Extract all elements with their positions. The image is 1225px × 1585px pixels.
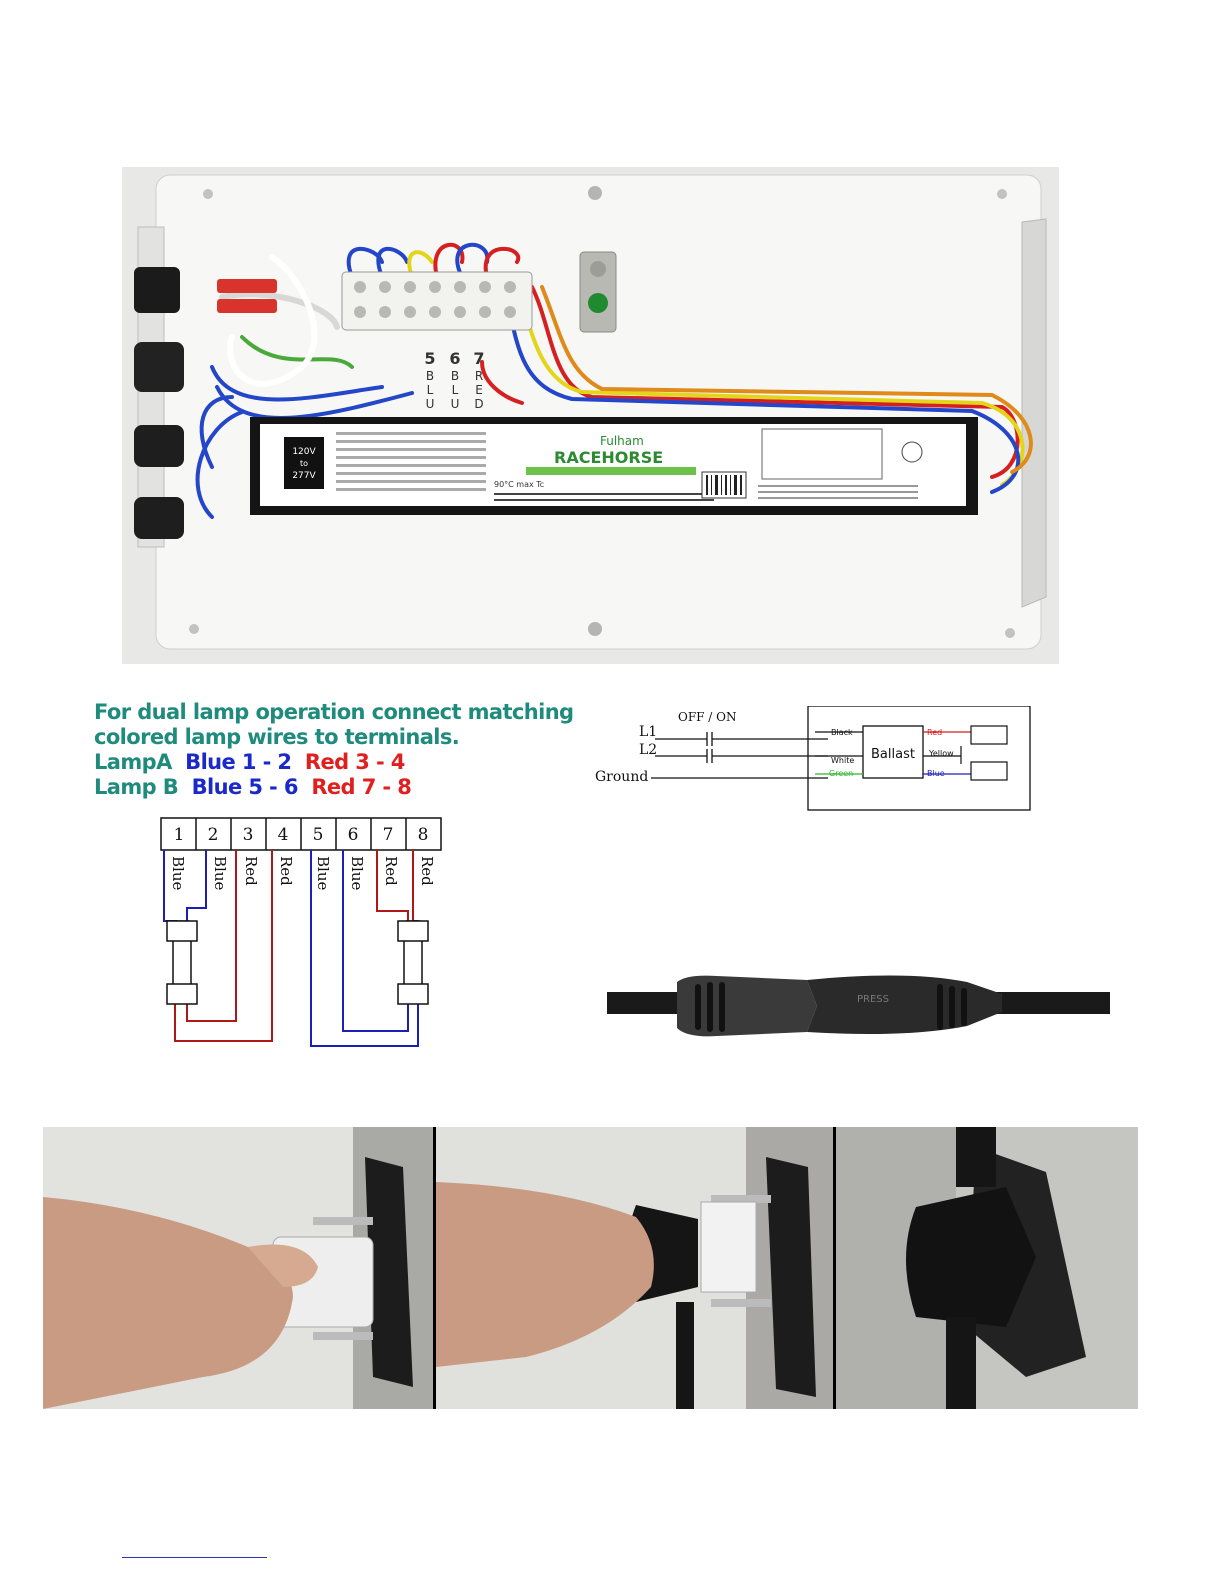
terminal-mark-7: 7 (473, 349, 484, 368)
wire-7 (376, 850, 409, 921)
wiring-instructions: For dual lamp operation connect matching… (94, 700, 574, 800)
lamp-b-red: Red 7 - 8 (311, 775, 412, 799)
terminal-number: 2 (208, 825, 219, 845)
terminal-mark-6: 6 (449, 349, 460, 368)
lamp-b-tube (397, 920, 429, 1005)
lamp-a-red: Red 3 - 4 (304, 750, 406, 774)
wire-label: Blue (211, 856, 229, 890)
switch-label: OFF / ON (678, 710, 737, 724)
backplate (155, 174, 1042, 650)
lamp-a-name: LampA (94, 750, 172, 774)
terminal-mark-5: 5 (424, 349, 435, 368)
cable-grommets (134, 267, 184, 539)
wire-6 (342, 850, 409, 1032)
wire-8 (412, 850, 418, 922)
svg-text:Yellow: Yellow (928, 749, 954, 758)
plug-installation-photos (43, 1127, 1138, 1409)
footer-link-underline (122, 1557, 267, 1558)
lamp-b-name: Lamp B (94, 775, 179, 799)
svg-text:D: D (474, 397, 483, 411)
wire-label: Blue (169, 856, 187, 890)
svg-text:L: L (427, 383, 434, 397)
l1-label: L1 (639, 724, 657, 740)
svg-text:B: B (451, 369, 459, 383)
wire-2 (186, 850, 207, 921)
lamp-a-line: LampA Blue 1 - 2 Red 3 - 4 (94, 750, 564, 775)
wire-3 (186, 850, 237, 1022)
photo-step-1 (43, 1127, 433, 1409)
instruction-line-2: colored lamp wires to terminals. (94, 725, 460, 749)
ballast-schematic: OFF / ON L1 L2 Ground Black White Green … (593, 705, 1038, 814)
instruction-line-1: For dual lamp operation connect matching (94, 700, 574, 724)
svg-text:E: E (475, 383, 483, 397)
ballast-enclosure-photo: 5 B L U 6 B L U 7 R E D 120V to 277V (122, 167, 1059, 664)
terminal-number: 6 (348, 825, 359, 845)
svg-text:120V: 120V (292, 447, 316, 457)
ballast-box-label: Ballast (871, 747, 915, 762)
terminal-number: 1 (174, 825, 185, 845)
photo-step-3 (836, 1127, 1138, 1409)
wire-5 (310, 850, 419, 1047)
terminal-number: 5 (313, 825, 324, 845)
svg-text:L: L (452, 383, 459, 397)
wire-label: Red (418, 856, 436, 886)
lamp-b-line: Lamp B Blue 5 - 6 Red 7 - 8 (94, 775, 564, 800)
wire-label: Red (382, 856, 400, 886)
svg-text:U: U (451, 397, 460, 411)
svg-text:U: U (426, 397, 435, 411)
terminal-strip (160, 817, 442, 851)
ground-label: Ground (595, 769, 648, 785)
connector-cable-photo: PRESS (607, 970, 1110, 1058)
terminal-number: 3 (243, 825, 254, 845)
terminal-number: 8 (418, 825, 429, 845)
terminal-block (341, 271, 533, 331)
svg-text:Fulham: Fulham (600, 434, 644, 448)
wire-4 (174, 850, 273, 1042)
svg-text:B: B (426, 369, 434, 383)
lamp-b-blue: Blue 5 - 6 (191, 775, 299, 799)
l2-label: L2 (639, 742, 657, 758)
lamp-a-tube (166, 920, 198, 1005)
svg-text:RACEHORSE: RACEHORSE (554, 448, 663, 467)
photo-step-2 (436, 1127, 833, 1409)
lamp-wiring-diagram: 1 2 3 4 5 6 7 8 Blue Blue Red Red Blue Blue Red Red (155, 816, 445, 1056)
wire-label: Red (242, 856, 260, 886)
press-label: PRESS (857, 994, 889, 1005)
lamp-a-blue: Blue 1 - 2 (185, 750, 292, 774)
svg-text:to: to (300, 459, 308, 468)
svg-text:White: White (831, 756, 854, 765)
svg-text:R: R (475, 369, 483, 383)
terminal-number: 7 (383, 825, 394, 845)
wire-label: Blue (348, 856, 366, 890)
wire-label: Blue (314, 856, 332, 890)
terminal-number: 4 (278, 825, 289, 845)
svg-text:90°C max Tc: 90°C max Tc (494, 480, 544, 489)
wire-label: Red (277, 856, 295, 886)
ballast-unit: 120V to 277V Fulham RACEHORSE 90°C max T… (250, 417, 978, 515)
svg-text:277V: 277V (292, 471, 316, 481)
